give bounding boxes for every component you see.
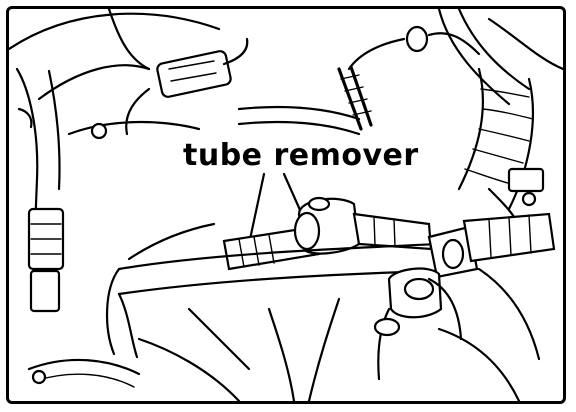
fuel-tube-assembly <box>222 196 433 271</box>
left-hose <box>15 67 65 313</box>
lower-left-wires <box>27 307 251 401</box>
upper-connector <box>125 37 249 136</box>
engine-bay-illustration <box>9 9 563 401</box>
right-ribbed-hose <box>457 67 545 211</box>
tube-fitting-right <box>427 187 556 279</box>
hose-clamp <box>237 65 373 136</box>
lower-assembly <box>267 267 541 401</box>
illustration-frame: tube remover <box>6 6 566 404</box>
upper-left-contour <box>9 9 221 140</box>
top-right-parts <box>347 9 563 106</box>
tube-remover-label: tube remover <box>179 140 423 172</box>
